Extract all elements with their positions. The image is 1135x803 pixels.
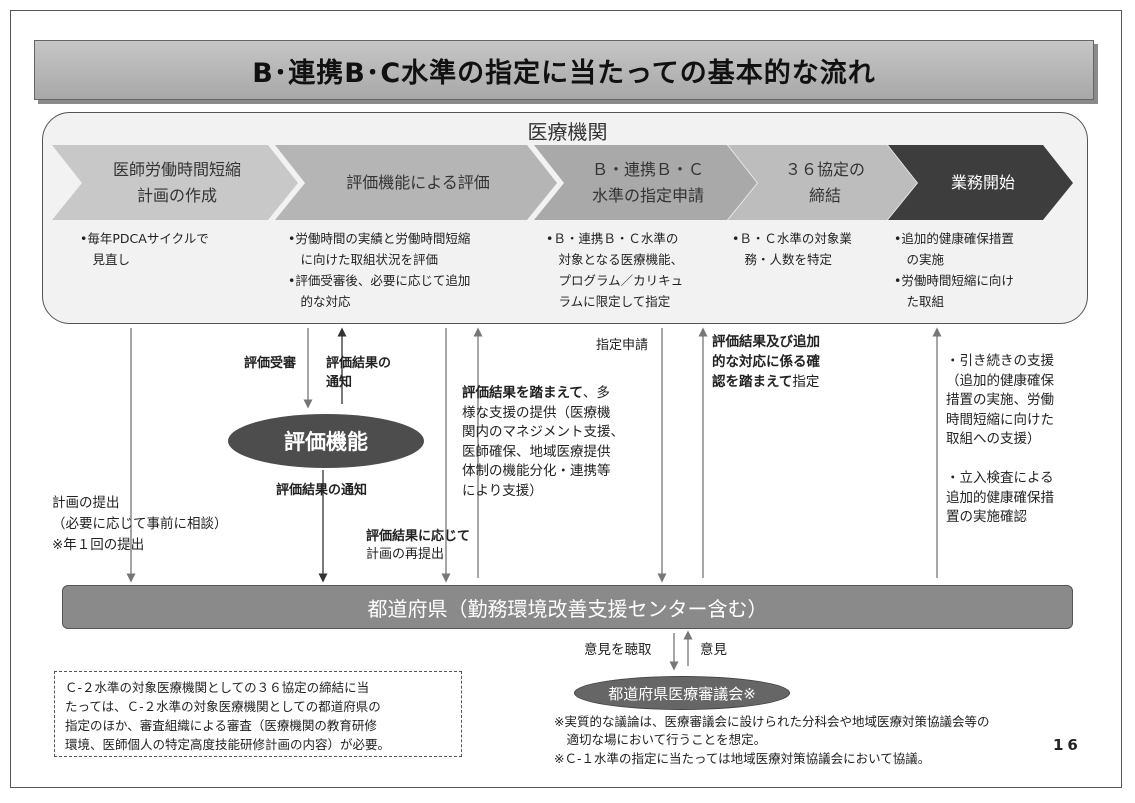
designation-apply-label: 指定申請	[596, 338, 649, 353]
step-application-bullets: •Ｂ・連携Ｂ・Ｃ水準の 対象となる医療機能、 プログラム／カリキュ ラムに限定し…	[546, 231, 684, 309]
step-application-label: Ｂ・連携Ｂ・Ｃ 水準の指定申請	[591, 159, 704, 205]
slide-frame	[10, 10, 1122, 788]
step-agreement-bullets: •Ｂ・Ｃ水準の対象業 務・人数を特定	[732, 231, 852, 267]
support-bold: 評価結果を踏まえて	[462, 385, 583, 401]
step-evaluation-bullets: •労働時間の実績と労働時間短縮 に向けた取組状況を評価 •評価受審後、必要に応じ…	[288, 231, 471, 309]
chevron-plan	[52, 145, 298, 220]
step-plan-label: 医師労働時間短縮 計画の作成	[112, 159, 241, 205]
hearing-label: 意見を聴取	[584, 642, 652, 658]
step-agreement-label: ３６協定の 締結	[784, 159, 865, 205]
slide-title: B･連携B･C水準の指定に当たっての基本的な流れ	[34, 40, 1094, 100]
chevron-agreement	[728, 145, 917, 220]
designate-bold: 評価結果及び追加 的な対応に係る確 認を踏まえて	[712, 334, 820, 390]
opinion-label: 意見	[700, 642, 727, 658]
page-number: 16	[1053, 736, 1082, 754]
footnote-1: ※実質的な議論は、医療審議会に設けられた分科会や地域医療対策協議会等の 適切な場…	[554, 714, 990, 747]
chevron-evaluation	[275, 145, 557, 220]
continued-support-label: ・引き続きの支援 （追加的健康確保 措置の実施、労働 時間短縮に向けた 取組への…	[946, 353, 1054, 525]
chevron-start	[888, 145, 1073, 220]
step-evaluation-label: 評価機能による評価	[346, 172, 490, 192]
eval-receive-label: 評価受審	[244, 356, 297, 371]
resubmit-bold: 評価結果に応じて	[366, 529, 471, 544]
step-plan-bullets: •毎年PDCAサイクルで 見直し	[80, 231, 209, 267]
resubmit-rest: 計画の再提出	[366, 547, 445, 562]
medical-institution-label: 医療機関	[527, 120, 608, 144]
eval-result-notice-label: 評価結果の 通知	[326, 356, 392, 390]
prefectural-medical-council: 都道府県医療審議会※	[574, 676, 790, 710]
step-start-label: 業務開始	[950, 172, 1015, 192]
step-start-bullets: •追加的健康確保措置 の実施 •労働時間短縮に向け た取組	[894, 231, 1014, 309]
evaluation-organization: 評価機能	[228, 414, 424, 468]
eval-result-notice2-label: 評価結果の通知	[276, 483, 368, 498]
plan-submit-note: 計画の提出 （必要に応じて事前に相談） ※年１回の提出	[52, 495, 228, 553]
chevron-application	[534, 145, 757, 220]
support-label: 評価結果を踏まえて、多 様な支援の提供（医療機 関内のマネジメント支援、 医師確…	[462, 384, 662, 501]
footnote-2: ※Ｃ-１水準の指定に当たっては地域医療対策協議会において協議。	[554, 751, 931, 766]
support-rest: 、多 様な支援の提供（医療機 関内のマネジメント支援、 医師確保、地域医療提供 …	[462, 385, 624, 499]
prefecture-bar: 都道府県（勤務環境改善支援センター含む）	[62, 585, 1073, 629]
designate-label: 評価結果及び追加 的な対応に係る確 認を踏まえて指定	[712, 332, 852, 392]
resubmit-label: 評価結果に応じて計画の再提出	[366, 528, 470, 564]
c2-note-box: Ｃ-２水準の対象医療機関としての３６協定の締結に当 たっては、Ｃ-２水準の対象医…	[54, 671, 462, 757]
designate-rest: 指定	[792, 374, 820, 390]
